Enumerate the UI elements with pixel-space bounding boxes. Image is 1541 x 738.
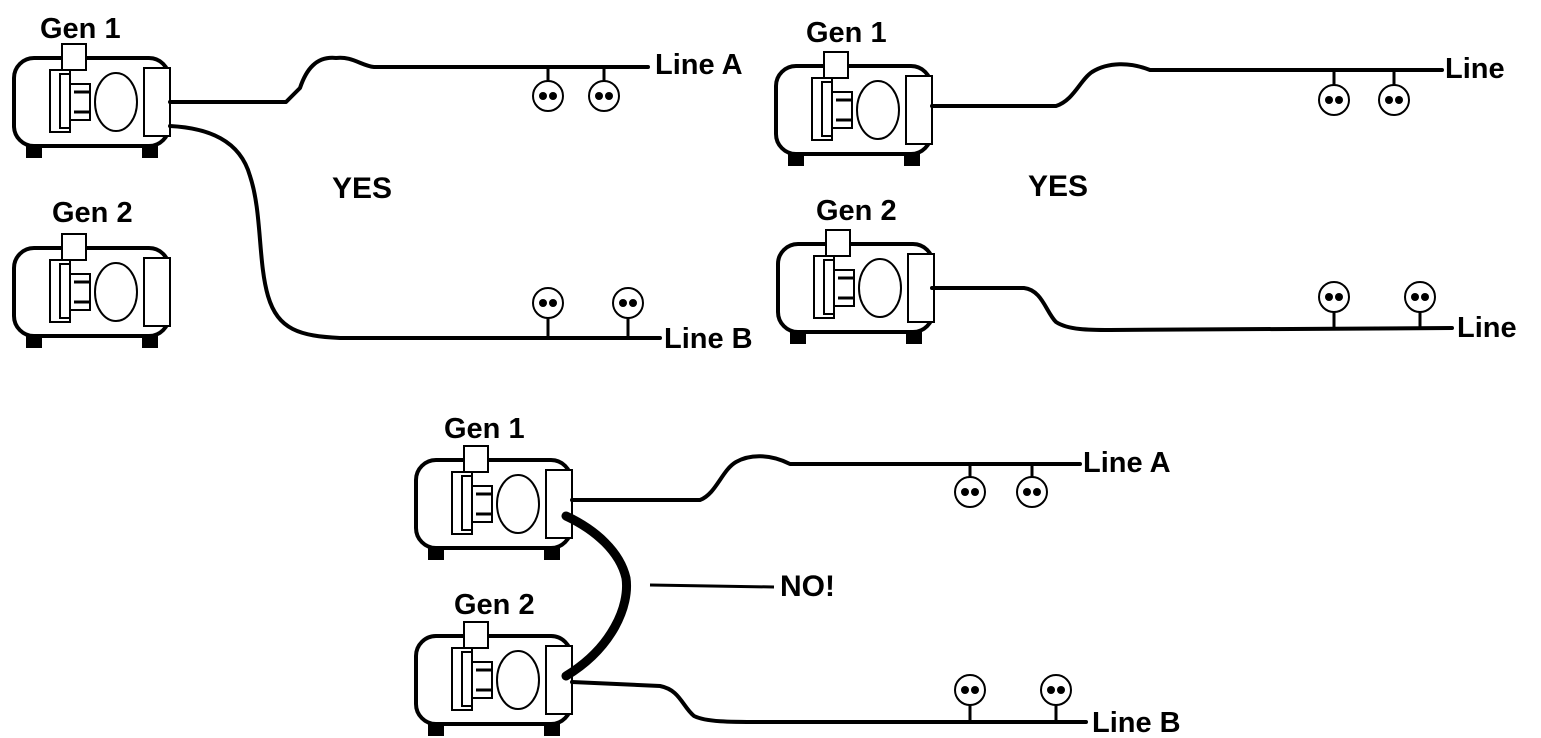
line-b-label: Line xyxy=(1457,312,1517,344)
line-a-label: Line A xyxy=(655,49,743,81)
outlet-icon xyxy=(588,67,620,112)
gen2-generator-icon xyxy=(12,232,172,350)
gen1-generator-icon xyxy=(774,50,934,168)
verdict-label: YES xyxy=(332,172,392,205)
verdict-label: YES xyxy=(1028,170,1088,203)
line-a-label: Line A xyxy=(1083,447,1171,479)
gen1-label: Gen 1 xyxy=(444,413,525,445)
outlet-icon xyxy=(954,674,986,722)
wire-line-a xyxy=(570,454,1082,502)
wire-line-b xyxy=(930,286,1454,332)
outlet-icon xyxy=(1404,281,1436,328)
outlet-icon xyxy=(532,67,564,112)
outlet-icon xyxy=(1378,70,1410,116)
gen1-generator-icon xyxy=(414,444,574,562)
callout-pointer xyxy=(649,583,775,589)
outlet-icon xyxy=(1318,70,1350,116)
gen2-generator-icon xyxy=(414,620,574,738)
wire-line-a xyxy=(930,62,1444,108)
gen2-label: Gen 2 xyxy=(52,197,133,229)
outlet-icon xyxy=(954,464,986,508)
diagram-1: Gen 1 Gen 2 Line A Line B YES xyxy=(12,13,753,355)
outlet-icon xyxy=(532,287,564,338)
line-b-label: Line B xyxy=(1092,707,1181,738)
diagram-2: Gen 1 Gen 2 Line Line YES xyxy=(774,17,1517,346)
diagram-3: Gen 1 Gen 2 Line A Line B NO! xyxy=(414,413,1181,738)
wire-line-b xyxy=(570,680,1088,724)
gen1-label: Gen 1 xyxy=(40,13,121,45)
line-a-label: Line xyxy=(1445,53,1505,85)
gen2-label: Gen 2 xyxy=(816,195,897,227)
outlet-icon xyxy=(1016,464,1048,508)
outlet-icon xyxy=(612,287,644,338)
gen1-generator-icon xyxy=(12,42,172,160)
outlet-icon xyxy=(1040,674,1072,722)
verdict-label: NO! xyxy=(780,570,835,603)
gen2-generator-icon xyxy=(776,228,936,346)
wire-line-b xyxy=(168,124,662,340)
gen1-label: Gen 1 xyxy=(806,17,887,49)
generator-tie-cable xyxy=(561,511,632,681)
wire-line-a xyxy=(168,55,650,104)
line-b-label: Line B xyxy=(664,323,753,355)
gen2-label: Gen 2 xyxy=(454,589,535,621)
outlet-icon xyxy=(1318,281,1350,328)
